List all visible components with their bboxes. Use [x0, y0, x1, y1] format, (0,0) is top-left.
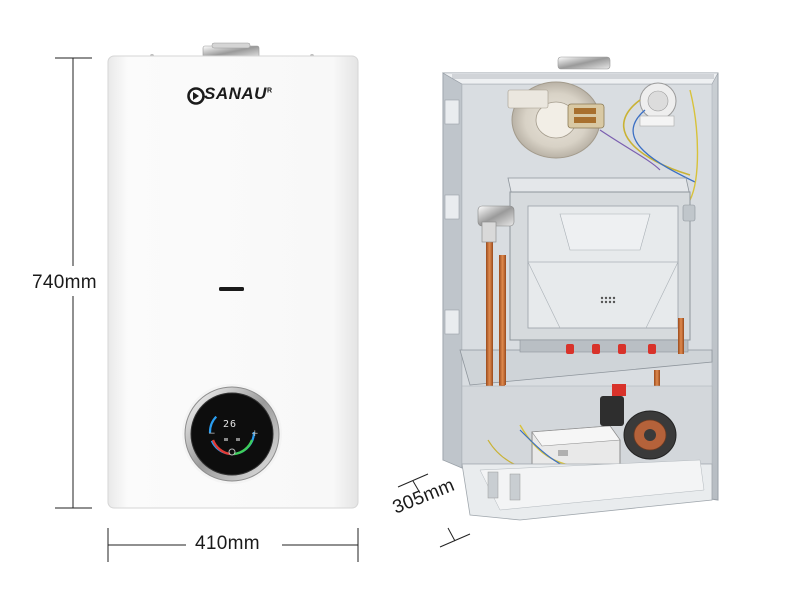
brand-text: SANAU	[204, 84, 267, 103]
depth-dimension	[397, 473, 471, 548]
pressure-switch	[639, 82, 677, 127]
display-temperature: 26	[223, 419, 238, 430]
width-dimension	[107, 528, 359, 562]
heat-exchanger	[507, 177, 696, 341]
width-dimension-label: 410mm	[191, 533, 264, 555]
fan-housing	[507, 81, 605, 159]
minus-icon[interactable]: −	[208, 429, 216, 439]
power-icon[interactable]	[228, 448, 236, 456]
boiler-front: − +	[107, 42, 359, 509]
brand-registered-mark: R	[266, 87, 273, 95]
boiler-internals	[441, 56, 719, 521]
height-dimension	[55, 57, 92, 509]
control-panel: − +	[182, 384, 282, 484]
display-slot	[219, 287, 244, 291]
brand-logo-icon	[187, 87, 205, 105]
circulation-pump	[600, 384, 677, 460]
brand-name: SANAUR	[204, 84, 273, 104]
plus-icon[interactable]: +	[251, 429, 259, 439]
height-dimension-label: 740mm	[30, 270, 99, 296]
